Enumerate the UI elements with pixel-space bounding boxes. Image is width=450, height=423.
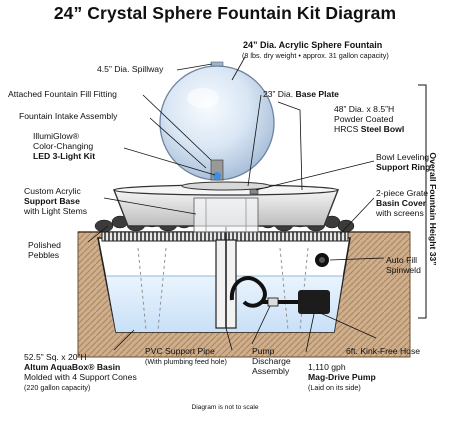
- grate-label-line2: Basin Cover: [376, 198, 427, 208]
- autofill-line1: Auto Fill: [386, 255, 418, 265]
- ring-label-line1: Bowl Leveling: [376, 152, 430, 162]
- basin-name-label: Altum AquaBox® Basin: [24, 362, 121, 372]
- base-plate: [181, 181, 271, 191]
- led-type-label: Color-Changing: [33, 141, 94, 151]
- bowl-dim-label: 48” Dia. x 8.5”H: [334, 104, 395, 114]
- autofill-line2: Spinweld: [386, 265, 421, 275]
- grate-label-line3: with screens: [376, 208, 424, 218]
- bowl-coating-label: Powder Coated: [334, 114, 394, 124]
- bowl-name: Steel Bowl: [360, 124, 405, 134]
- hose-label: 6ft. Kink-Free Hose: [346, 346, 421, 356]
- overall-height-text: Overall Fountain Height 33”: [428, 152, 438, 266]
- basin-dim-label: 52.5” Sq. x 20”H: [24, 352, 87, 362]
- sphere-weight-note: (8 lbs. dry weight • approx. 31 gallon c…: [242, 51, 389, 60]
- sphere-label: 24” Dia. Acrylic Sphere Fountain: [243, 40, 383, 50]
- base-plate-name: Base Plate: [295, 89, 339, 99]
- support-base-line1: Custom Acrylic: [24, 186, 81, 196]
- basin-cones-label: Molded with 4 Support Cones: [24, 372, 137, 382]
- spillway-label: 4.5” Dia. Spillway: [97, 64, 164, 74]
- support-cones: [137, 247, 309, 331]
- pebbles-line2: Pebbles: [28, 250, 60, 260]
- ring-label-line2: Support Ring: [376, 162, 431, 172]
- support-base-line2: Support Base: [24, 196, 80, 206]
- auto-fill-spinweld: [315, 253, 329, 267]
- spillway: [210, 61, 224, 67]
- base-plate-label: 23” Dia. Base Plate: [263, 89, 339, 99]
- acrylic-support-base: [193, 185, 259, 233]
- pebbles-line1: Polished: [28, 240, 61, 250]
- support-base-line3: with Light Stems: [24, 206, 88, 216]
- pipe-label-line2: (With plumbing feed hole): [145, 357, 227, 366]
- basin-capacity-label: (220 gallon capacity): [24, 383, 91, 392]
- height-bracket: [418, 84, 427, 319]
- page-title: 24” Crystal Sphere Fountain Kit Diagram: [53, 3, 397, 23]
- led-kit-label: LED 3-Light Kit: [33, 151, 96, 161]
- pipe-label-line1: PVC Support Pipe: [145, 346, 215, 356]
- fill-fitting-label: Attached Fountain Fill Fitting: [8, 89, 117, 99]
- led-brand-label: IllumiGlow®: [33, 131, 79, 141]
- overall-height-label: Overall Fountain Height 33”: [426, 100, 440, 318]
- bowl-material: HRCS: [334, 124, 361, 134]
- pump-note-label: (Laid on its side): [308, 383, 361, 392]
- discharge-line1: Pump: [252, 346, 275, 356]
- base-plate-dim: 23” Dia.: [263, 89, 296, 99]
- discharge-line3: Assembly: [252, 366, 290, 376]
- scale-footnote: Diagram is not to scale: [191, 404, 259, 411]
- acrylic-sphere: [159, 61, 275, 181]
- pump-flow-label: 1,110 gph: [308, 362, 346, 372]
- leader-lines: [87, 56, 385, 353]
- pump: [229, 276, 330, 314]
- grate-label-line1: 2-piece Grate: [376, 188, 429, 198]
- discharge-line2: Discharge: [252, 356, 291, 366]
- led-light: [213, 172, 221, 180]
- bowl-name-label: HRCS Steel Bowl: [334, 124, 404, 134]
- intake-label: Fountain Intake Assembly: [19, 111, 118, 121]
- pump-name-label: Mag-Drive Pump: [308, 372, 376, 382]
